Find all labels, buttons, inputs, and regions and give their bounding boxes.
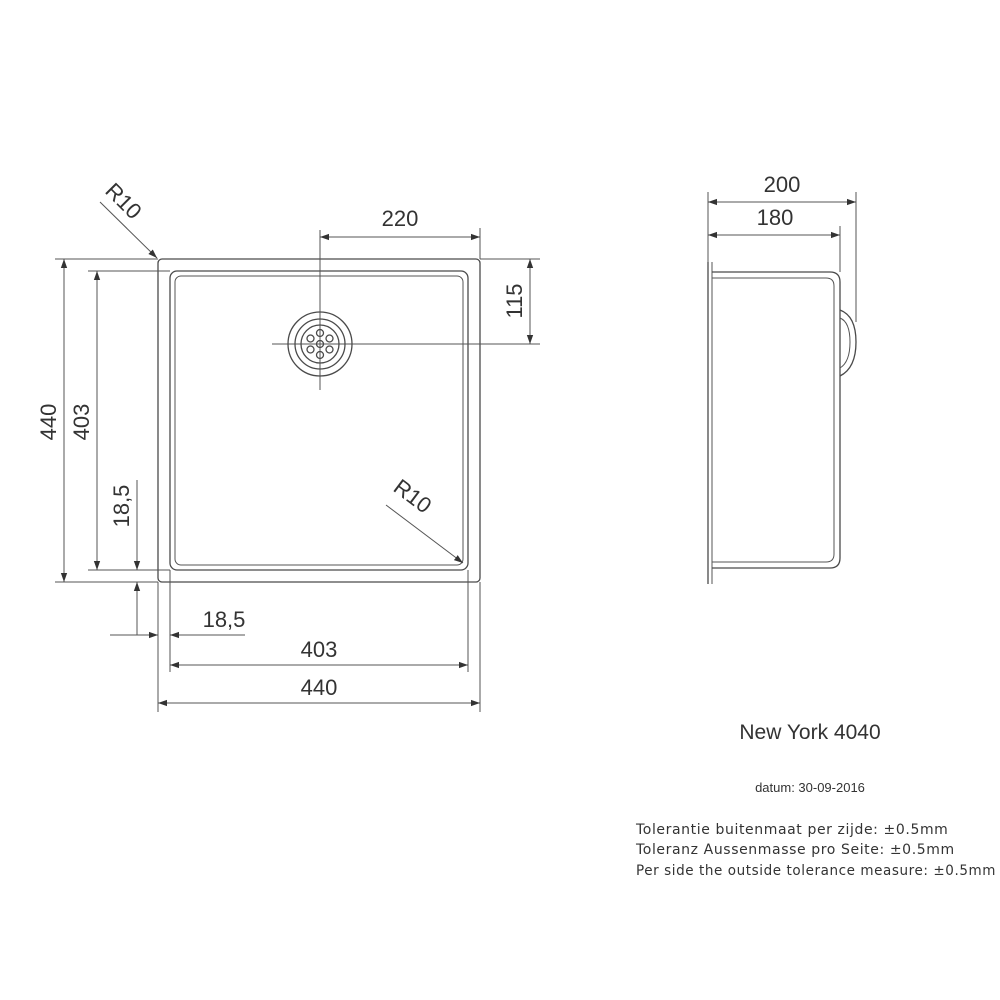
dimension-drain-x-label: 220	[382, 206, 419, 231]
sink-bowl-outline	[174, 275, 464, 566]
tolerance-english: Per side the outside tolerance measure: …	[636, 863, 996, 879]
dimension-rim-vertical-label: 18,5	[109, 485, 134, 528]
radius-outer-callout: R10	[99, 178, 158, 259]
dimension-inner-width: 403	[170, 570, 469, 672]
dimension-side-outer: 200	[707, 172, 857, 322]
model-name: New York 4040	[739, 721, 880, 744]
dimension-rim-vertical: 18,5	[109, 480, 141, 635]
sink-inner-outline	[169, 270, 469, 571]
sink-outer-outline	[157, 258, 481, 583]
dimension-outer-width: 440	[158, 582, 481, 712]
sink-top-view	[157, 258, 481, 583]
tolerance-german: Toleranz Aussenmasse pro Seite: ±0.5mm	[635, 842, 955, 858]
dimension-outer-height: 440	[36, 258, 158, 583]
dimension-drain-x: 220	[320, 206, 481, 259]
dimension-outer-height-label: 440	[36, 404, 61, 441]
tolerance-dutch: Tolerantie buitenmaat per zijde: ±0.5mm	[635, 822, 948, 838]
radius-inner-callout: R10	[385, 474, 464, 564]
dimension-side-inner: 180	[708, 205, 841, 272]
dimension-outer-width-label: 440	[301, 675, 338, 700]
dimension-inner-height-label: 403	[69, 404, 94, 441]
dimension-inner-height: 403	[69, 270, 170, 571]
dimension-side-inner-label: 180	[757, 205, 794, 230]
dimension-drain-y: 115	[480, 258, 540, 344]
drain-icon	[272, 230, 540, 390]
side-bowl-outline	[712, 271, 841, 569]
dimension-inner-width-label: 403	[301, 637, 338, 662]
sink-side-view	[707, 262, 857, 584]
dimension-rim-horizontal-label: 18,5	[203, 607, 246, 632]
radius-outer-label: R10	[100, 178, 146, 224]
radius-inner-label: R10	[389, 474, 436, 518]
side-drain-icon	[839, 309, 857, 377]
dimension-drain-y-label: 115	[502, 283, 527, 318]
drawing-date: datum: 30-09-2016	[755, 780, 865, 795]
dimension-side-outer-label: 200	[764, 172, 801, 197]
dimension-rim-horizontal: 18,5	[110, 570, 245, 712]
